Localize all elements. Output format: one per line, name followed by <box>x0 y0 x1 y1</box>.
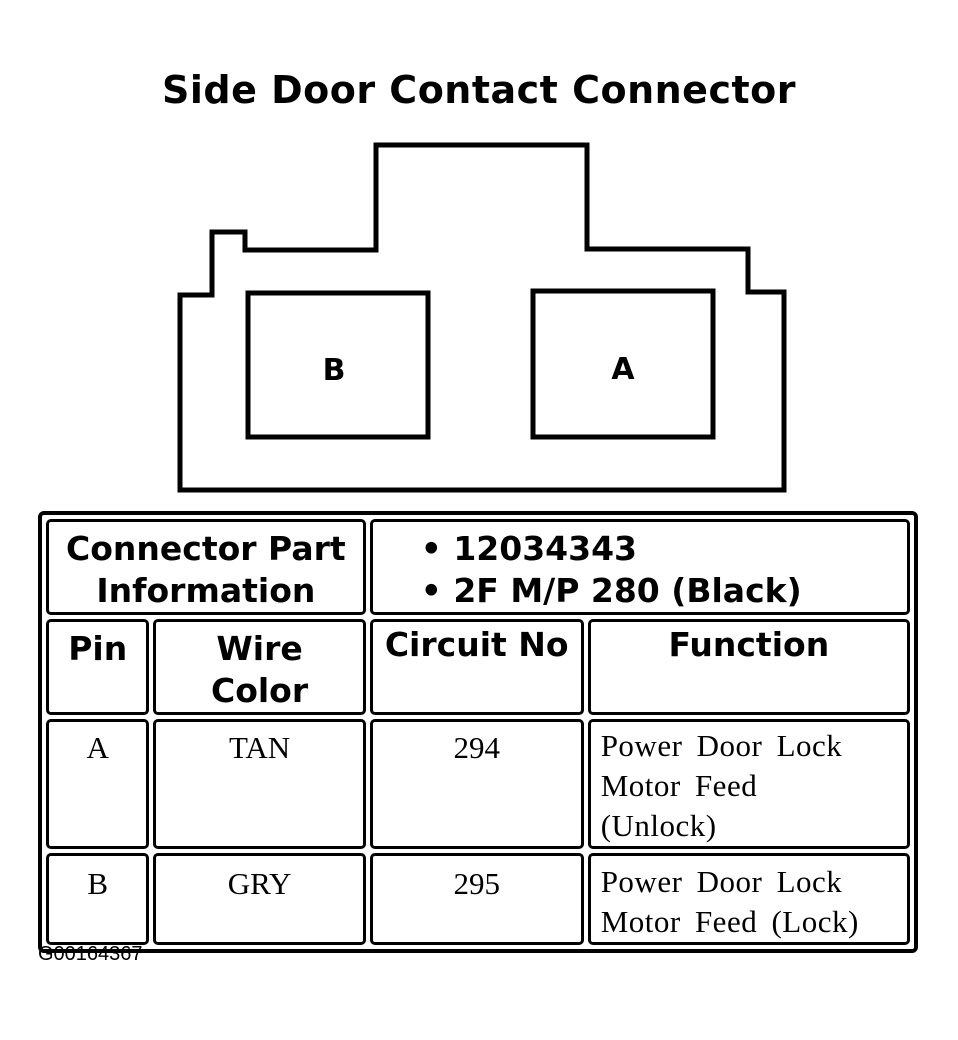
column-header-pin: Pin <box>46 619 150 715</box>
column-header-circuit-no: Circuit No <box>369 619 584 715</box>
column-header-wire-color: Wire Color <box>153 619 366 715</box>
column-header-row: Pin Wire Color Circuit No Function <box>46 619 910 715</box>
function-cell: Power Door Lock Motor Feed (Unlock) <box>587 719 910 849</box>
pin-cell: A <box>46 719 150 849</box>
cavity-b-label: B <box>323 353 346 388</box>
function-cell: Power Door Lock Motor Feed (Lock) <box>587 853 910 945</box>
part-info-label-line2: Information <box>96 571 316 610</box>
diagram-title: Side Door Contact Connector <box>161 68 796 112</box>
cavity-b-outline <box>245 290 431 440</box>
function-line: Motor Feed (Lock) <box>600 904 859 939</box>
function-line: Power Door Lock <box>600 728 843 763</box>
figure-id: G00164367 <box>38 943 143 965</box>
function-line: Power Door Lock <box>600 864 843 899</box>
cavity-a-label: A <box>611 352 635 387</box>
part-info-label-line1: Connector Part <box>66 529 346 568</box>
column-header-wire-color-line2: Color <box>210 671 309 710</box>
circuit-no-cell: 294 <box>369 719 584 849</box>
connector-housing-outline <box>177 142 787 493</box>
circuit-no-cell: 295 <box>369 853 584 945</box>
column-header-wire-color-line1: Wire <box>216 629 303 668</box>
part-number: 12034343 <box>421 528 907 570</box>
wire-color-cell: TAN <box>153 719 366 849</box>
part-description: 2F M/P 280 (Black) <box>421 570 907 612</box>
part-info-label: Connector Part Information <box>46 519 366 615</box>
pin-cell: B <box>46 853 150 945</box>
part-info-values: 12034343 2F M/P 280 (Black) <box>369 519 910 615</box>
function-line: (Unlock) <box>600 808 717 843</box>
wire-color-cell: GRY <box>153 853 366 945</box>
table-row: A TAN 294 Power Door Lock Motor Feed (Un… <box>46 719 910 849</box>
cavity-a-outline <box>530 288 716 440</box>
table-row: B GRY 295 Power Door Lock Motor Feed (Lo… <box>46 853 910 945</box>
function-line: Motor Feed <box>600 768 758 803</box>
connector-info-table: Connector Part Information 12034343 2F M… <box>38 511 918 953</box>
column-header-function: Function <box>587 619 910 715</box>
part-info-row: Connector Part Information 12034343 2F M… <box>46 519 910 615</box>
connector-face-drawing: B A <box>177 142 787 493</box>
